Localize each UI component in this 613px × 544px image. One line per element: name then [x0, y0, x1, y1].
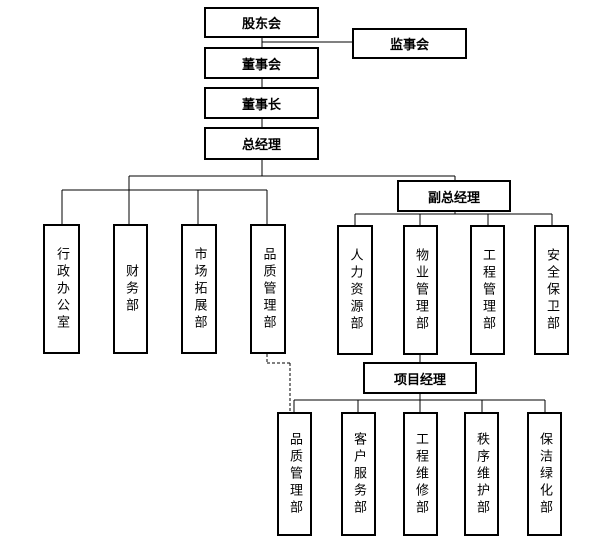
gm-dept-finance: 财务部: [113, 224, 148, 354]
gm-dept-label: 财务部: [123, 263, 138, 315]
deputy-dept-security: 安全保卫部: [534, 225, 569, 355]
board-label: 董事会: [241, 57, 281, 73]
deputy-gm-label: 副总经理: [427, 190, 480, 206]
board-box: 董事会: [204, 47, 319, 79]
chairman-box: 董事长: [204, 87, 319, 119]
supervisors-label: 监事会: [389, 38, 429, 53]
deputy-dept-engineering: 工程管理部: [470, 225, 505, 355]
project-manager-label: 项目经理: [393, 372, 446, 388]
deputy-dept-hr: 人力资源部: [337, 225, 373, 355]
gm-dept-quality: 品质管理部: [250, 224, 286, 354]
gm-dept-label: 行政办公室: [54, 246, 69, 332]
project-dept-cleaning: 保洁绿化部: [527, 412, 562, 536]
project-dept-label: 客户服务部: [351, 431, 366, 517]
shareholders-box: 股东会: [204, 7, 319, 38]
shareholders-label: 股东会: [241, 17, 281, 32]
project-dept-quality: 品质管理部: [277, 412, 312, 536]
project-manager-box: 项目经理: [363, 362, 477, 394]
deputy-dept-label: 物业管理部: [413, 247, 428, 333]
gm-label: 总经理: [241, 138, 281, 153]
deputy-gm-box: 副总经理: [397, 180, 511, 212]
project-dept-label: 秩序维护部: [474, 431, 489, 517]
gm-dept-admin: 行政办公室: [43, 224, 80, 354]
supervisors-box: 监事会: [352, 28, 467, 59]
project-dept-order: 秩序维护部: [464, 412, 499, 536]
gm-dept-label: 市场拓展部: [191, 246, 207, 332]
project-dept-label: 保洁绿化部: [537, 431, 552, 517]
gm-box: 总经理: [204, 127, 319, 160]
deputy-dept-property: 物业管理部: [403, 225, 438, 355]
project-dept-label: 品质管理部: [287, 431, 302, 517]
project-dept-label: 工程维修部: [413, 431, 428, 517]
project-dept-customer: 客户服务部: [341, 412, 376, 536]
gm-dept-label: 品质管理部: [260, 246, 276, 332]
deputy-dept-label: 安全保卫部: [544, 247, 559, 333]
deputy-dept-label: 工程管理部: [480, 247, 495, 333]
deputy-dept-label: 人力资源部: [347, 247, 363, 333]
chairman-label: 董事长: [241, 97, 281, 113]
gm-dept-market: 市场拓展部: [181, 224, 217, 354]
project-dept-maintenance: 工程维修部: [403, 412, 438, 536]
